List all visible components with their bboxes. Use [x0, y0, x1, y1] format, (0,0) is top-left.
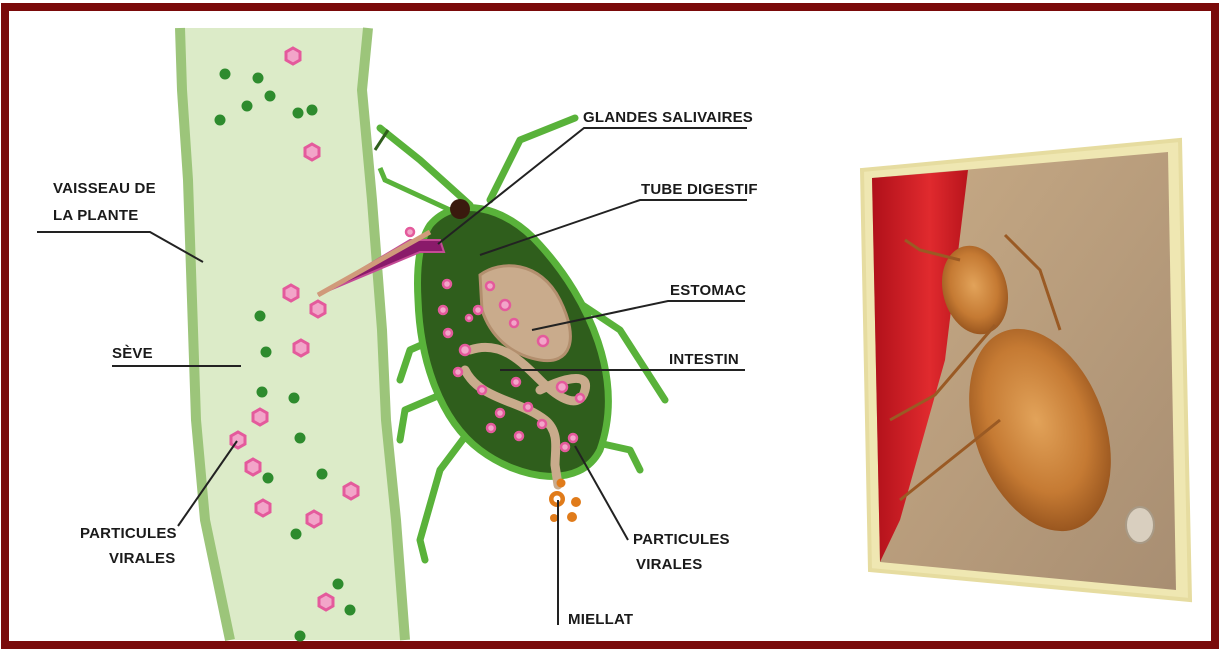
plant-vessel [180, 28, 405, 640]
label-sap: SÈVE [112, 345, 153, 362]
label-honeydew: MIELLAT [568, 611, 633, 628]
label-viral-particles-left-2: VIRALES [109, 550, 175, 567]
aphid-photo [862, 140, 1190, 600]
label-viral-particles-right-1: PARTICULES [633, 531, 730, 548]
label-stomach: ESTOMAC [670, 282, 746, 299]
label-viral-particles-left-1: PARTICULES [80, 525, 177, 542]
label-viral-particles-right-2: VIRALES [636, 556, 702, 573]
label-plant-vessel-2: LA PLANTE [53, 207, 138, 224]
label-plant-vessel-1: VAISSEAU DE [53, 180, 156, 197]
label-salivary-glands: GLANDES SALIVAIRES [583, 109, 753, 126]
label-digestive-tube: TUBE DIGESTIF [641, 181, 758, 198]
label-intestine: INTESTIN [669, 351, 739, 368]
